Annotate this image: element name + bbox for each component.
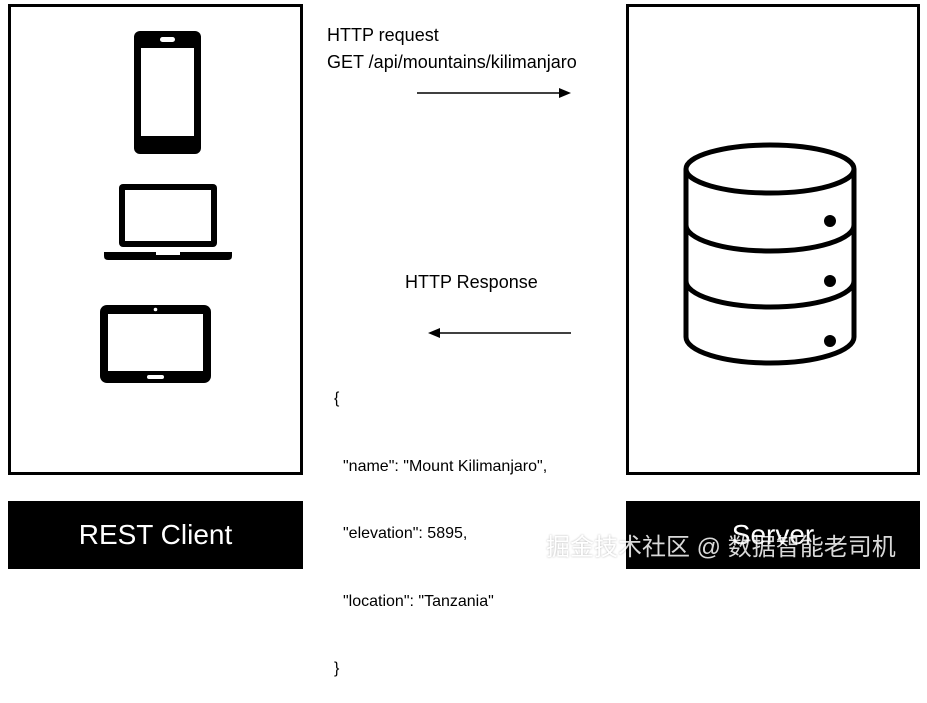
request-title: HTTP request	[327, 25, 439, 45]
response-arrow	[428, 328, 571, 338]
client-label-text: REST Client	[78, 519, 233, 550]
database-icon	[683, 142, 857, 366]
server-label: Server	[626, 501, 920, 569]
client-label: REST Client	[8, 501, 303, 569]
json-elevation-line: "elevation": 5895,	[343, 525, 468, 542]
watermark: 掘金技术社区 @ 数据智能老司机	[546, 534, 896, 561]
json-close-brace: }	[334, 660, 340, 677]
json-location-line: "location": "Tanzania"	[343, 592, 494, 610]
tablet-icon	[100, 305, 211, 383]
server-label-text: Server	[731, 519, 815, 550]
json-name-line: "name": "Mount Kilimanjaro",	[343, 457, 548, 475]
laptop-icon	[104, 184, 232, 260]
response-title: HTTP Response	[405, 272, 538, 292]
request-line: GET /api/mountains/kilimanjaro	[327, 52, 577, 72]
response-json: { "name": "Mount Kilimanjaro", "elevatio…	[334, 343, 547, 703]
smartphone-icon	[134, 31, 201, 154]
request-arrow	[417, 88, 571, 98]
json-open-brace: {	[334, 390, 340, 407]
